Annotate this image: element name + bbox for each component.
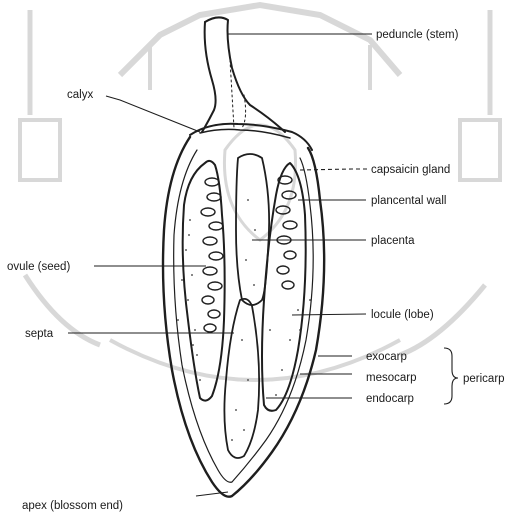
- label-ovule: ovule (seed): [7, 261, 70, 273]
- label-mesocarp: mesocarp: [366, 372, 417, 384]
- label-exocarp: exocarp: [366, 351, 407, 363]
- label-placental-wall: plancental wall: [371, 195, 446, 207]
- label-apex: apex (blossom end): [22, 500, 123, 512]
- label-locule: locule (lobe): [371, 309, 434, 321]
- label-calyx: calyx: [67, 89, 93, 101]
- central-placenta: [236, 154, 269, 305]
- stipple: [177, 199, 311, 441]
- peduncle-stem: [202, 17, 285, 132]
- label-septa: septa: [25, 328, 54, 340]
- watermark-seal: [20, 5, 500, 380]
- label-endocarp: endocarp: [366, 393, 414, 405]
- label-capsaicin-gland: capsaicin gland: [371, 164, 450, 176]
- labels: peduncle (stem) calyx capsaicin gland pl…: [7, 29, 505, 512]
- label-placenta: placenta: [371, 235, 415, 247]
- label-pericarp: pericarp: [463, 373, 505, 385]
- leader-lines: [68, 34, 458, 496]
- seeds: [201, 176, 297, 332]
- label-peduncle: peduncle (stem): [376, 29, 459, 41]
- left-locule: [183, 161, 225, 401]
